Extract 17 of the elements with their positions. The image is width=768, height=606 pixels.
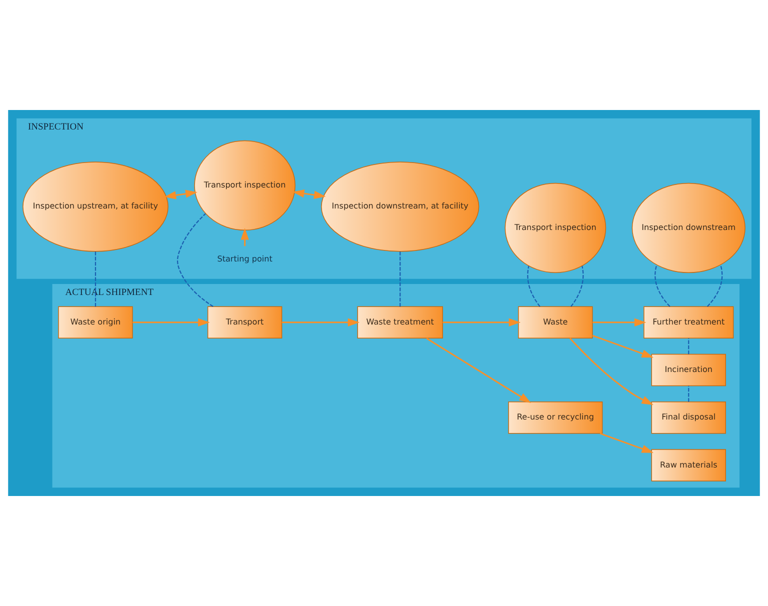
arrow: [600, 432, 654, 453]
arrow: [292, 189, 326, 199]
connector: [688, 338, 690, 354]
arrow: [592, 334, 654, 358]
connector: [654, 264, 723, 307]
arrow: [592, 318, 646, 327]
arrow: [426, 338, 531, 403]
arrow: [282, 318, 360, 327]
arrow: [569, 338, 654, 406]
connector: [94, 251, 96, 307]
connector: [527, 266, 584, 307]
arrow: [442, 318, 521, 327]
connector: [688, 386, 690, 402]
connector: [400, 251, 401, 307]
arrow: [132, 318, 210, 327]
connector: [177, 213, 214, 307]
arrow: [164, 190, 198, 200]
